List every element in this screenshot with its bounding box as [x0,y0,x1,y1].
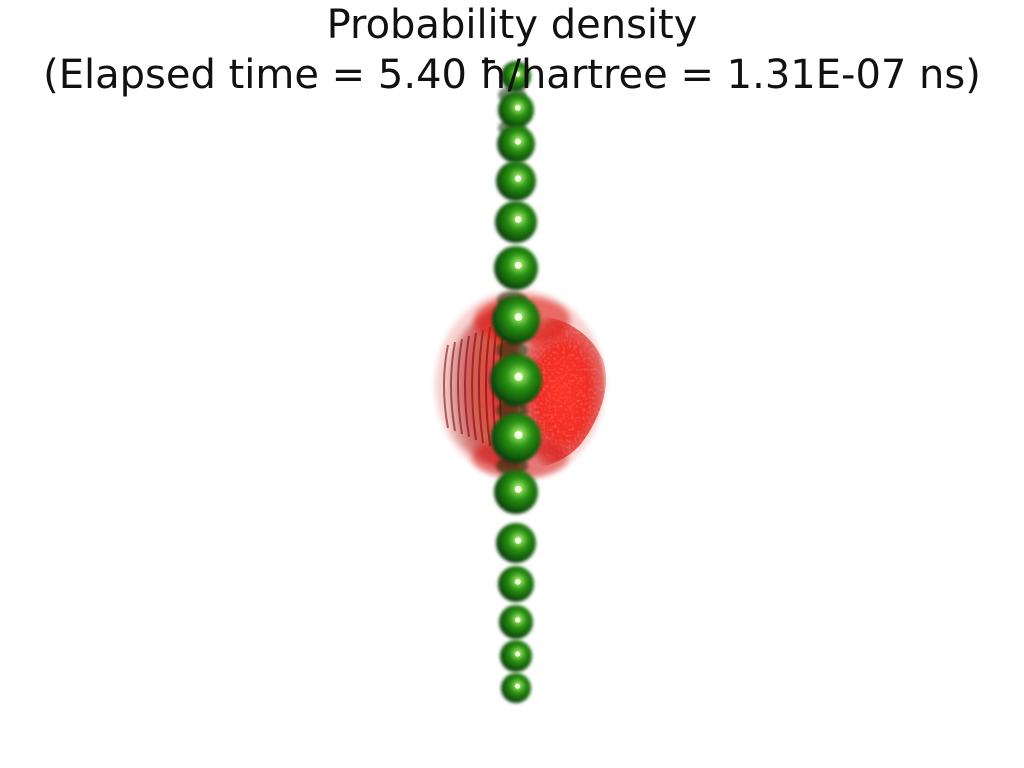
atom-highlight [514,578,521,585]
atom-highlight [514,313,523,321]
atom-chain [490,61,542,703]
atom-highlight [515,651,521,657]
density-stripe [478,329,484,444]
plot-title: Probability density (Elapsed time = 5.40… [0,0,1024,100]
atom-highlight [514,537,522,544]
density-stripe [471,332,477,441]
title-line-2: (Elapsed time = 5.40 ħ/hartree = 1.31E-0… [43,52,981,98]
density-stripe [485,326,491,447]
atom-highlight [514,485,522,493]
density-stripe [443,344,449,429]
density-stripe [457,338,463,435]
atom-highlight [514,138,521,145]
atom-highlight [514,175,522,182]
atom-highlight [514,372,523,382]
title-line-1: Probability density [326,2,698,48]
atom-highlight [515,71,520,77]
density-stripe [450,341,456,432]
atom-highlight [514,261,522,269]
atom-highlight [514,431,523,439]
atom-highlight [514,216,522,223]
atom-highlight [515,683,520,689]
atom-highlight [514,104,521,111]
atom-highlight [514,617,521,623]
density-stripe [464,335,470,438]
